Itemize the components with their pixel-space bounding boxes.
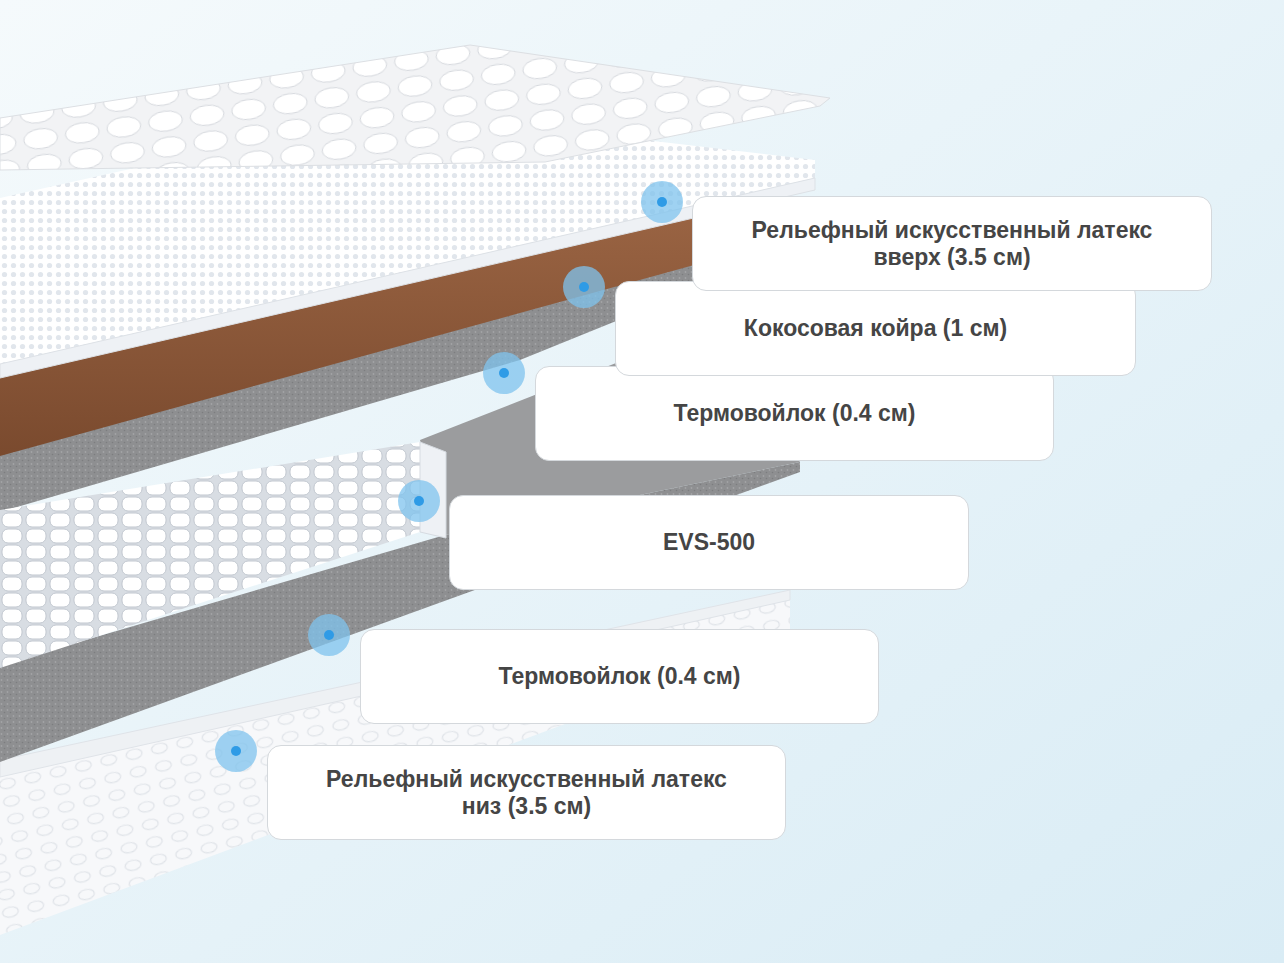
dot-center [324, 630, 334, 640]
callout-box: Термовойлок (0.4 см) [360, 629, 879, 724]
callout-dot [308, 614, 350, 656]
callout-box: Рельефный искусственный латекс вверх (3.… [692, 196, 1212, 291]
callout-dot [398, 480, 440, 522]
dot-halo [483, 352, 525, 394]
spring-block-side [420, 442, 446, 538]
dot-center [499, 368, 509, 378]
layer-label: Рельефный искусственный латекс вверх (3.… [733, 217, 1171, 270]
callout-dot [483, 352, 525, 394]
callout-dot [215, 730, 257, 772]
dot-halo [215, 730, 257, 772]
callout-dot [563, 266, 605, 308]
dot-halo [308, 614, 350, 656]
layer-label: Рельефный искусственный латекс низ (3.5 … [308, 766, 745, 819]
callout-dot [641, 181, 683, 223]
callout-box: Термовойлок (0.4 см) [535, 366, 1054, 461]
callout-box: EVS-500 [449, 495, 969, 590]
dot-center [657, 197, 667, 207]
layer-label: Кокосовая койра (1 см) [744, 315, 1007, 341]
callout-box: Кокосовая койра (1 см) [615, 281, 1136, 376]
layer-label: Термовойлок (0.4 см) [674, 400, 916, 426]
quilted-cover [0, 45, 830, 170]
layer-label: Термовойлок (0.4 см) [499, 663, 741, 689]
dot-center [231, 746, 241, 756]
spring-block [0, 442, 420, 668]
dot-halo [563, 266, 605, 308]
dot-halo [398, 480, 440, 522]
dot-halo [641, 181, 683, 223]
callout-box: Рельефный искусственный латекс низ (3.5 … [267, 745, 786, 840]
dot-center [579, 282, 589, 292]
layer-label: EVS-500 [663, 529, 755, 555]
dot-center [414, 496, 424, 506]
